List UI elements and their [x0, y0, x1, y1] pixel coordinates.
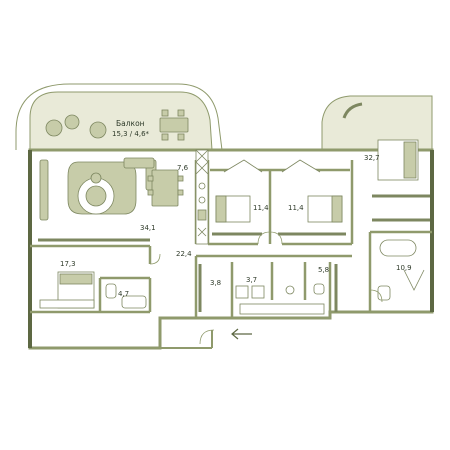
- service-furniture: [198, 264, 338, 315]
- room-area-bedroom-mid-1: 11,4: [253, 204, 269, 212]
- master-furniture: [342, 102, 430, 301]
- living-furniture: [39, 157, 184, 221]
- room-area-kitchen-niche: 7,6: [177, 164, 189, 172]
- room-area-hall: 22,4: [176, 250, 192, 258]
- balcony-area: 15,3 / 4,6*: [112, 130, 150, 138]
- entrance-arrow-icon: [231, 328, 252, 340]
- room-area-bedroom-mid-2: 11,4: [288, 204, 304, 212]
- kitchen-units: [195, 149, 209, 245]
- room-area-wc: 5,8: [318, 266, 329, 274]
- room-area-living: 34,1: [140, 224, 156, 232]
- bath-left-furniture: [105, 283, 147, 309]
- room-area-bath-left: 4,7: [118, 290, 129, 298]
- room-area-storage-2: 3,7: [246, 276, 257, 284]
- terrace-left: [15, 83, 223, 151]
- room-area-storage-1: 3,8: [210, 279, 221, 287]
- room-area-master-bath: 10,9: [396, 264, 412, 272]
- door-swings: [149, 231, 383, 345]
- room-area-master-bedroom: 32,7: [364, 154, 380, 162]
- balcony-label: Балкон: [116, 119, 145, 128]
- bedroom-mid-furniture: [212, 159, 346, 236]
- balcony-furniture: [45, 109, 189, 141]
- bedroom-left-furniture: [38, 238, 150, 309]
- room-area-bedroom-left: 17,3: [60, 260, 76, 268]
